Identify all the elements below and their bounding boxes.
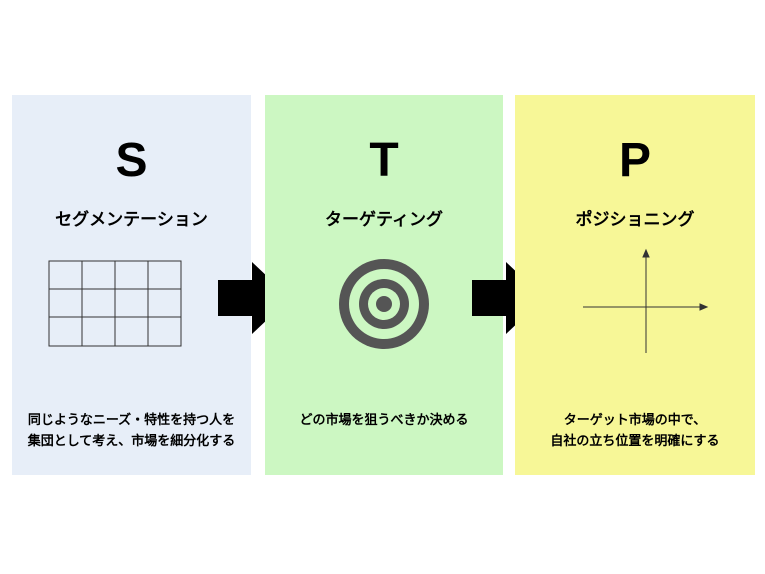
grid-icon — [48, 260, 182, 347]
step-letter-s: S — [115, 134, 148, 187]
segmentation-description-line-2: 集団として考え、市場を細分化する — [27, 434, 236, 449]
targeting-description: どの市場を狙うべきか決める — [265, 410, 503, 431]
targeting-panel: T ターゲティング どの市場を狙うべきか決める — [265, 95, 503, 475]
positioning-title: ポジショニング — [575, 210, 695, 230]
positioning-panel: P ポジショニング ターゲット市場の中で、 自社の立ち位置を明確にする — [515, 95, 755, 475]
segmentation-description-line-1: 同じようなニーズ・特性を持つ人を — [27, 413, 236, 428]
positioning-description: ターゲット市場の中で、 自社の立ち位置を明確にする — [515, 410, 755, 452]
positioning-description-line-1: ターゲット市場の中で、 — [563, 413, 707, 428]
segmentation-title: セグメンテーション — [55, 210, 208, 230]
step-letter-p: P — [618, 134, 651, 187]
right-arrow-icon — [472, 262, 544, 334]
right-arrow-icon — [218, 262, 290, 334]
targeting-description-line-1: どの市場を狙うべきか決める — [299, 413, 469, 428]
positioning-axes-icon — [583, 248, 709, 353]
target-icon — [339, 259, 429, 349]
step-letter-t: T — [369, 134, 399, 187]
segmentation-description: 同じようなニーズ・特性を持つ人を 集団として考え、市場を細分化する — [12, 410, 251, 452]
targeting-title: ターゲティング — [325, 210, 443, 230]
segmentation-panel: S セグメンテーション 同じようなニーズ・特性を持つ人を 集団として考え、市場を… — [12, 95, 251, 475]
positioning-description-line-2: 自社の立ち位置を明確にする — [550, 434, 720, 449]
